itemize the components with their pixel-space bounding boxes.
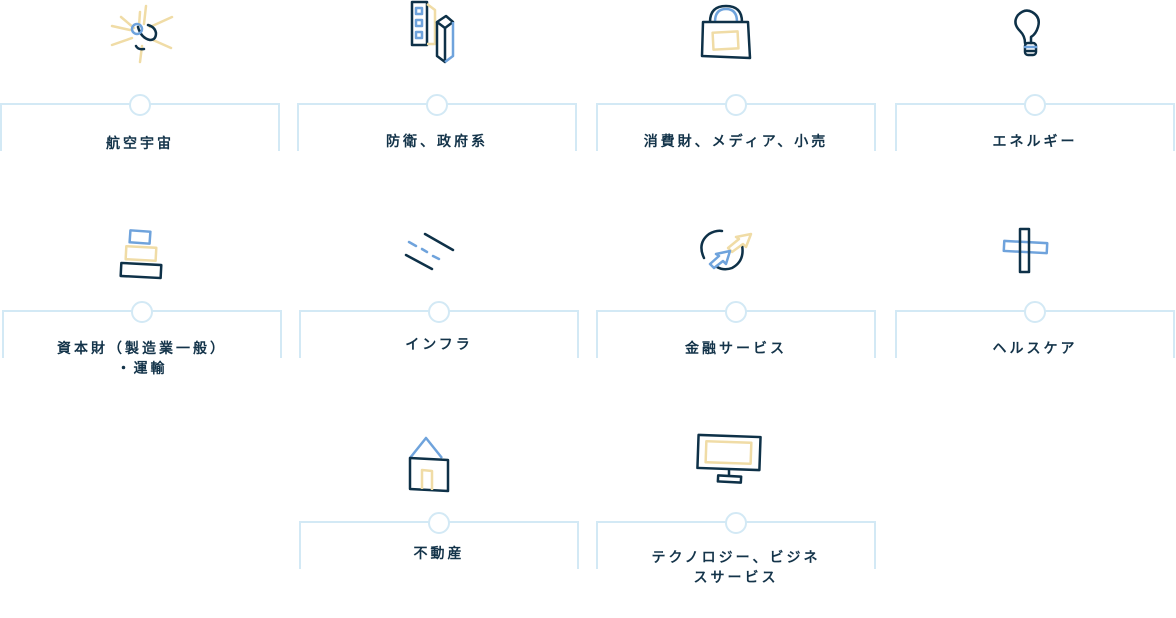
government-building-icon [387,0,487,72]
timeline-node [725,512,747,534]
industry-card-technology-business-services[interactable]: テクノロジー、ビジネ スサービス [596,418,876,618]
industry-label: 不動産 [413,546,465,562]
timeline-node [725,94,747,116]
industry-label: 防衛、政府系 [386,134,488,150]
timeline-node [129,94,151,116]
industry-card-defense-government[interactable]: 防衛、政府系 [297,0,577,200]
timeline-node [131,301,153,323]
industry-label: ヘルスケア [992,341,1078,357]
timeline-node [426,94,448,116]
industry-card-capital-goods-transport[interactable]: 資本財（製造業一般） ・運輸 [2,207,282,407]
timeline-node [1024,94,1046,116]
timeline-node [428,512,450,534]
industry-card-energy[interactable]: エネルギー [895,0,1175,200]
monitor-icon [686,418,786,490]
timeline-node [725,301,747,323]
house-icon [389,418,489,493]
stacked-goods-icon [92,207,192,280]
road-lines-icon [389,207,489,279]
industry-card-aerospace[interactable]: 航空宇宙 [0,0,280,200]
timeline-node [428,301,450,323]
shopping-bag-icon [686,0,786,72]
finance-arrows-icon [686,207,786,279]
industry-label: 資本財（製造業一般） ・運輸 [57,341,227,377]
timeline-node [1024,301,1046,323]
industry-label: エネルギー [992,134,1078,150]
industry-label: 金融サービス [685,341,787,357]
industry-label: 消費財、メディア、小売 [643,134,829,150]
industry-card-real-estate[interactable]: 不動産 [299,418,579,618]
industry-card-consumer-media-retail[interactable]: 消費財、メディア、小売 [596,0,876,200]
industry-card-healthcare[interactable]: ヘルスケア [895,207,1175,407]
medical-cross-icon [985,207,1085,279]
industry-card-infrastructure[interactable]: インフラ [299,207,579,407]
industry-card-financial-services[interactable]: 金融サービス [596,207,876,407]
industry-label: テクノロジー、ビジネ スサービス [651,550,821,586]
industry-label: インフラ [405,337,473,353]
industry-label: 航空宇宙 [106,136,174,152]
lightbulb-icon [985,0,1085,72]
satellite-icon [90,0,190,72]
